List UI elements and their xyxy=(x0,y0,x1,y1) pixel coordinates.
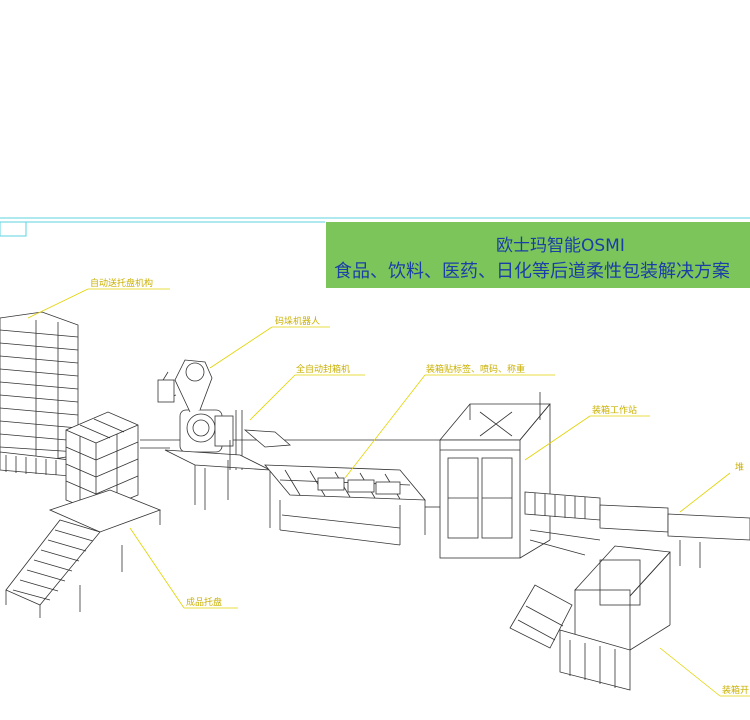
pallet-stack xyxy=(0,311,79,463)
carton-erector xyxy=(509,545,671,691)
label-packing-station: 装箱工作站 xyxy=(592,404,637,416)
label-right-bottom: 装箱开 xyxy=(722,684,749,696)
machinery-drawing xyxy=(0,311,750,691)
packing-station xyxy=(439,392,551,559)
label-auto-pallet: 自动送托盘机构 xyxy=(90,277,153,289)
main-conveyor xyxy=(264,464,440,546)
cyan-frame xyxy=(0,217,750,237)
carton-stack xyxy=(65,411,139,513)
leader-lines xyxy=(27,288,750,697)
palletizing-robot xyxy=(157,359,243,470)
banner-subtitle: 食品、饮料、医药、日化等后道柔性包装解决方案 xyxy=(334,261,730,282)
label-finished-pallet: 成品托盘 xyxy=(186,596,222,608)
title-banner: 欧士玛智能OSMI 食品、饮料、医药、日化等后道柔性包装解决方案 xyxy=(326,222,750,288)
finished-conveyor xyxy=(5,489,162,618)
station-conveyor xyxy=(524,491,750,568)
label-right-top: 堆 xyxy=(735,462,744,473)
label-labeling: 装箱贴标签、喷码、称重 xyxy=(426,363,525,375)
banner-title: 欧士玛智能OSMI xyxy=(496,236,625,256)
label-robot: 码垛机器人 xyxy=(275,315,320,327)
label-auto-sealer: 全自动封箱机 xyxy=(296,363,350,375)
